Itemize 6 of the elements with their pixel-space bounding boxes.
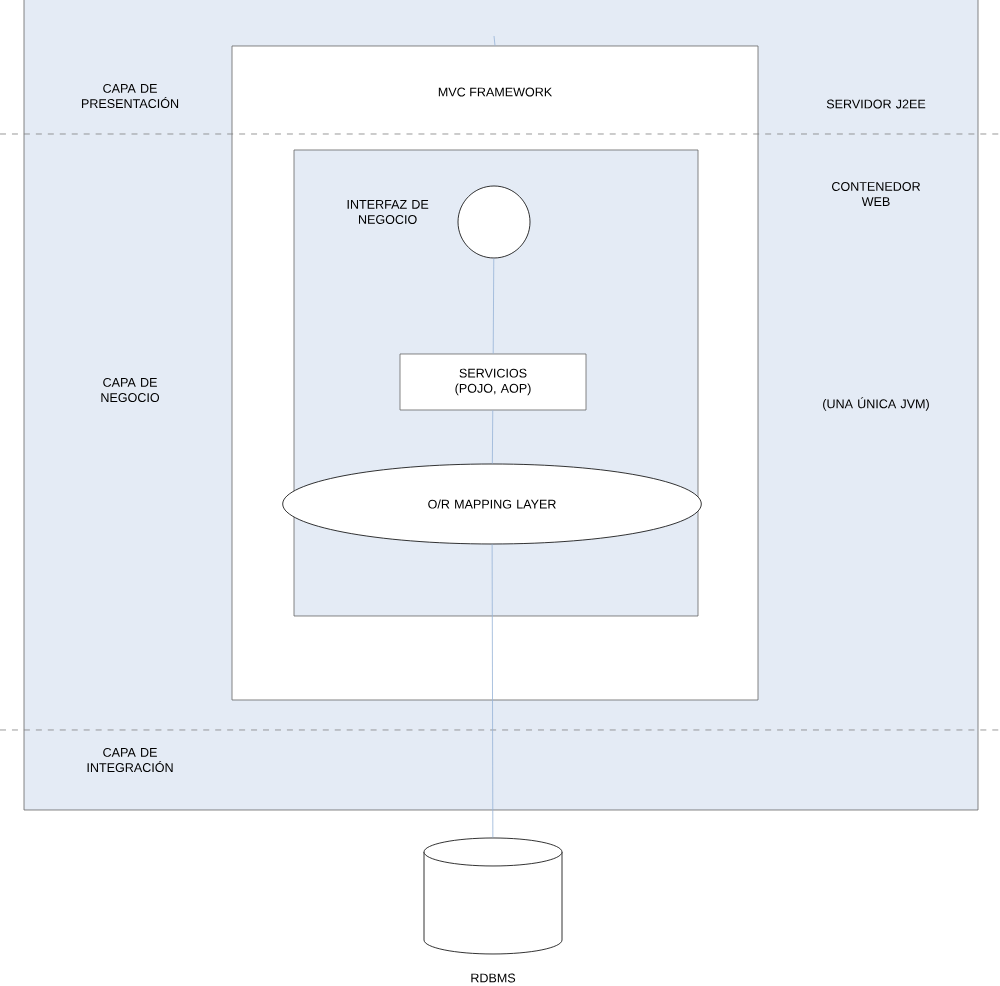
interface-circle [457,185,531,259]
connector-line [491,544,494,838]
connector-line [492,258,495,354]
connector-line [491,410,494,464]
database-cylinder [423,837,563,955]
connector-line [493,35,496,46]
